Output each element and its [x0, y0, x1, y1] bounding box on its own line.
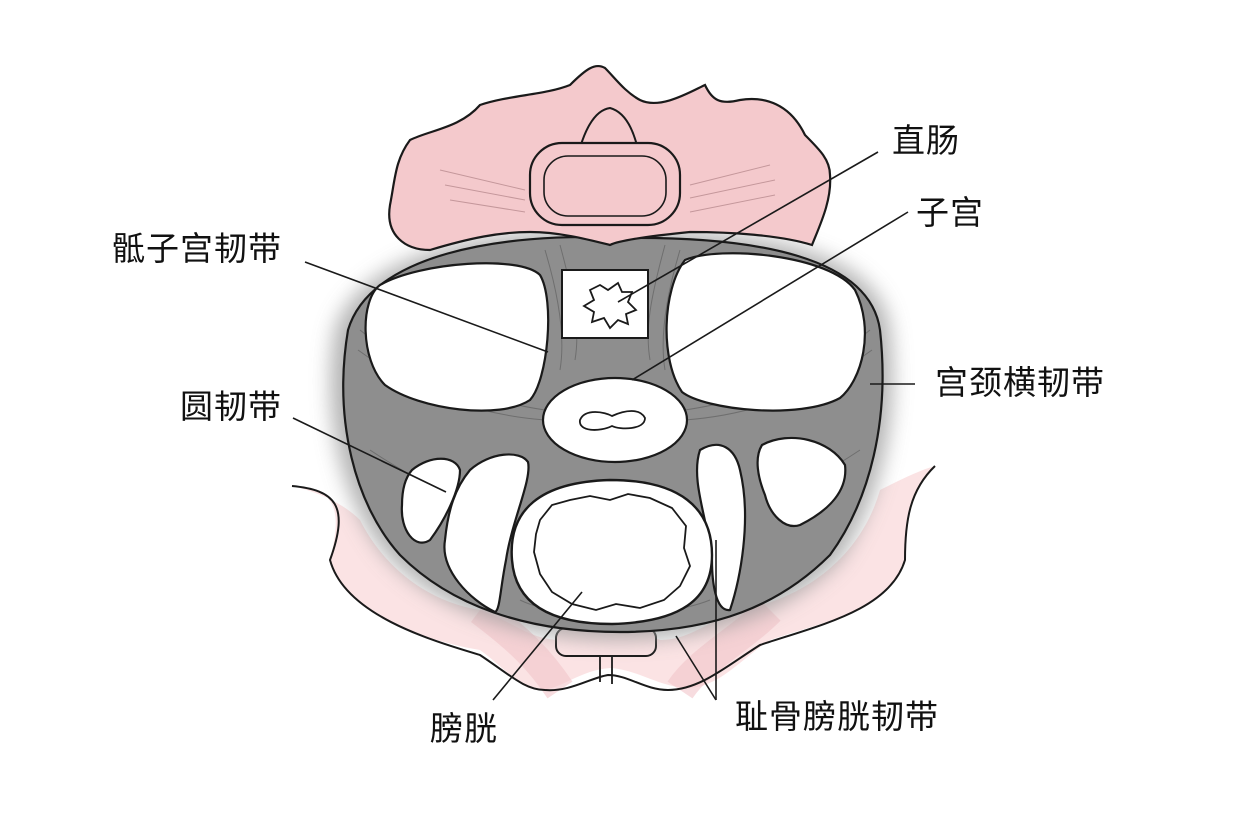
label-uterosacral-ligament: 骶子宫韧带 — [112, 229, 282, 268]
label-round-ligament: 圆韧带 — [180, 387, 282, 426]
label-cardinal-ligament: 宫颈横韧带 — [935, 363, 1105, 402]
label-bladder: 膀胱 — [430, 709, 498, 748]
rectum — [561, 269, 649, 339]
bladder — [510, 478, 714, 626]
pelvic-spaces — [364, 252, 866, 614]
sacrum — [388, 64, 832, 252]
leader-lines — [292, 151, 915, 701]
label-rectum: 直肠 — [892, 121, 960, 160]
uterus — [541, 376, 689, 464]
label-pubovesical-ligament: 耻骨膀胱韧带 — [735, 697, 939, 736]
label-uterus: 子宫 — [916, 193, 984, 232]
